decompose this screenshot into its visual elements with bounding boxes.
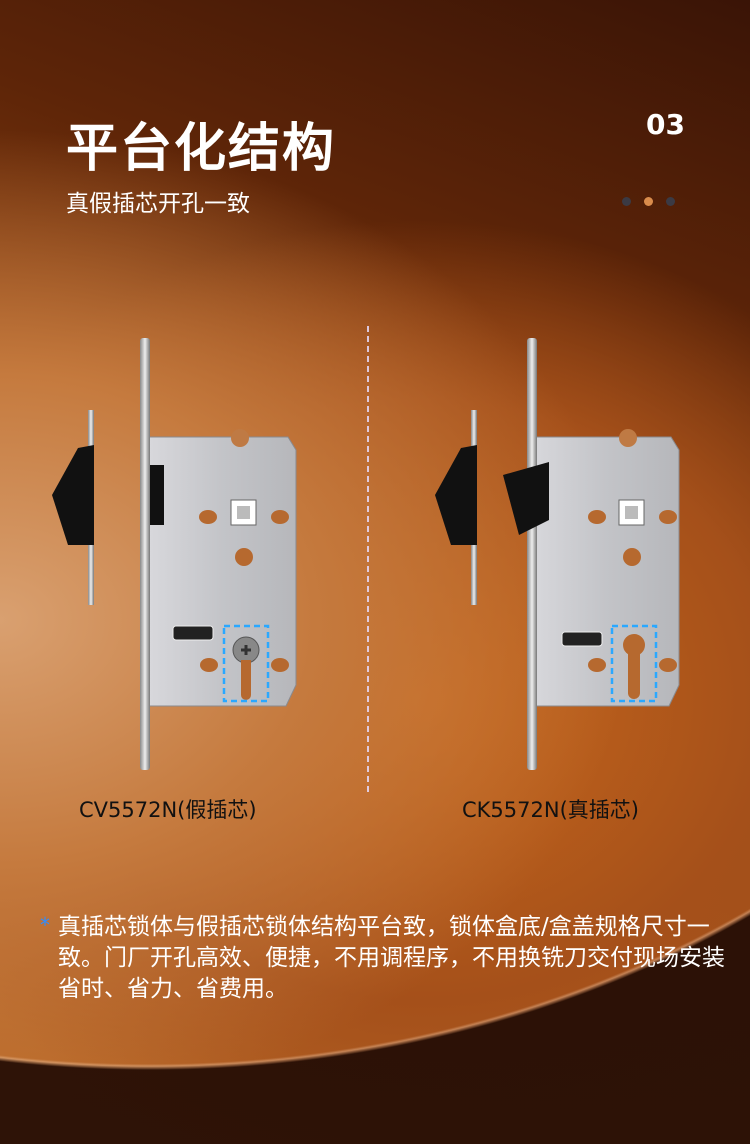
dashed-divider — [367, 326, 369, 792]
pager-dot-1[interactable] — [622, 197, 631, 206]
note-text: 真插芯锁体与假插芯锁体结构平台致，锁体盒底/盒盖规格尺寸一致。门厂开孔高效、便捷… — [58, 914, 725, 1002]
pager-dots — [622, 197, 675, 206]
lock-body-real-cylinder — [435, 338, 680, 770]
page-number: 03 — [646, 108, 685, 141]
cutout-outline — [610, 624, 658, 703]
caption-real-cylinder: CK5572N(真插芯) — [462, 798, 639, 822]
pager-dot-3[interactable] — [666, 197, 675, 206]
cutout-outline — [222, 624, 270, 703]
page-subtitle: 真假插芯开孔一致 — [66, 191, 250, 217]
lock-body-fake-cylinder — [52, 338, 297, 770]
note-bullet: * — [40, 913, 50, 937]
description-note: * 真插芯锁体与假插芯锁体结构平台致，锁体盒底/盒盖规格尺寸一致。门厂开孔高效、… — [40, 912, 730, 1005]
pager-dot-2-active[interactable] — [644, 197, 653, 206]
page-title: 平台化结构 — [66, 119, 337, 179]
caption-fake-cylinder: CV5572N(假插芯) — [79, 798, 257, 822]
